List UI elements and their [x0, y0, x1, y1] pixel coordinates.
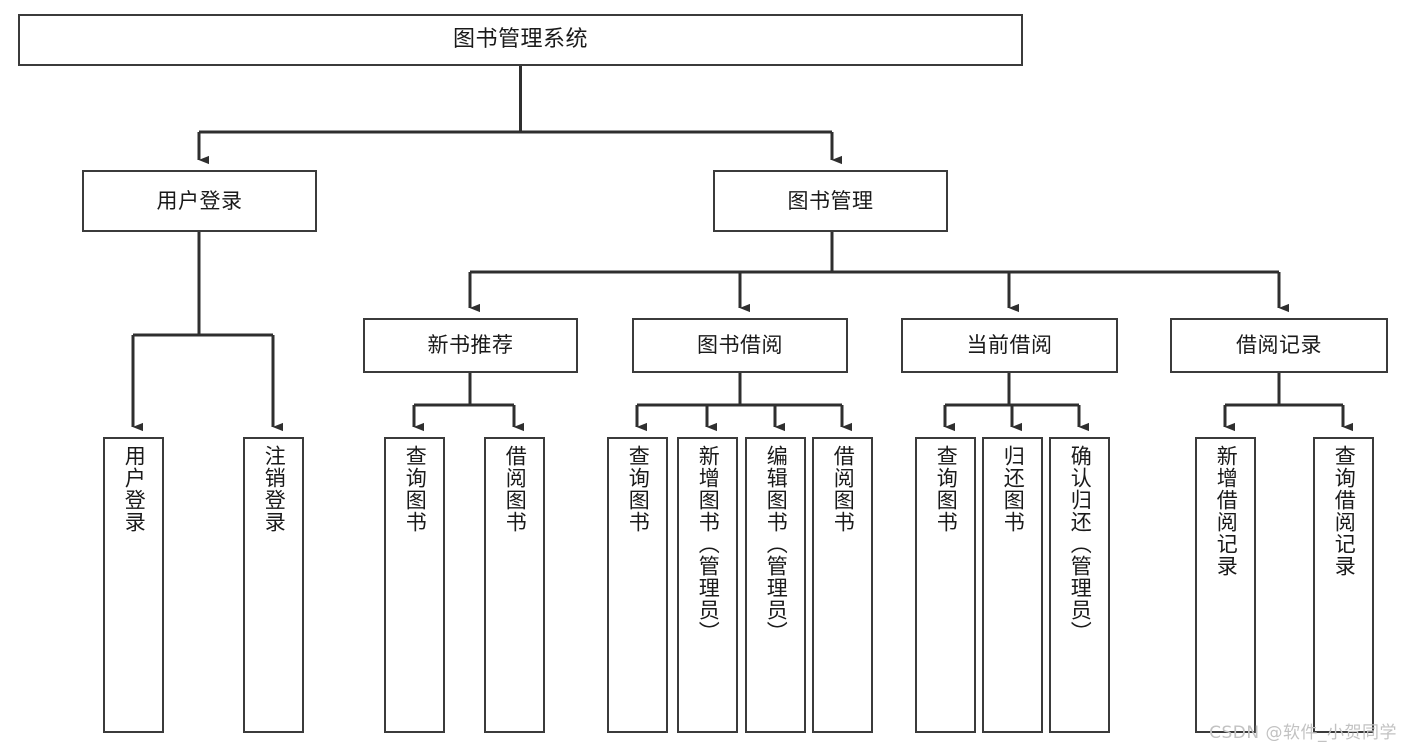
leaf-add-borrow-record[interactable]: 新增借阅记录 [1195, 437, 1256, 733]
node-label: 图书借阅 [697, 333, 783, 358]
node-book-borrow[interactable]: 图书借阅 [632, 318, 848, 373]
node-label: 查询借阅记录 [1332, 445, 1357, 577]
node-current-borrow[interactable]: 当前借阅 [901, 318, 1118, 373]
node-label: 查询图书 [934, 445, 959, 533]
node-label: 新书推荐 [427, 333, 514, 358]
node-label: 图书管理系统 [452, 27, 588, 53]
leaf-edit-book-admin[interactable]: 编辑图书（管理员） [745, 437, 806, 733]
node-label: 用户登录 [122, 445, 147, 533]
node-root-system[interactable]: 图书管理系统 [18, 14, 1023, 66]
node-label: 注销登录 [262, 445, 287, 533]
node-new-book-recommend[interactable]: 新书推荐 [363, 318, 578, 373]
leaf-logout[interactable]: 注销登录 [243, 437, 304, 733]
node-label: 新增图书（管理员） [696, 445, 721, 643]
leaf-query-book-current[interactable]: 查询图书 [915, 437, 976, 733]
node-user-login[interactable]: 用户登录 [82, 170, 317, 232]
csdn-watermark: CSDN @软件_小贺同学 [1209, 723, 1397, 743]
node-label: 确认归还（管理员） [1068, 445, 1093, 643]
leaf-query-borrow-record[interactable]: 查询借阅记录 [1313, 437, 1374, 733]
node-label: 用户登录 [156, 188, 243, 213]
node-label: 新增借阅记录 [1214, 445, 1239, 577]
leaf-borrow-book[interactable]: 借阅图书 [812, 437, 873, 733]
node-label: 归还图书 [1001, 445, 1026, 533]
node-label: 图书管理 [787, 188, 874, 213]
node-label: 查询图书 [403, 445, 428, 533]
node-label: 编辑图书（管理员） [764, 445, 789, 643]
node-label: 借阅图书 [831, 445, 856, 533]
leaf-add-book-admin[interactable]: 新增图书（管理员） [677, 437, 738, 733]
leaf-query-book-borrow[interactable]: 查询图书 [607, 437, 668, 733]
node-label: 借阅记录 [1236, 333, 1322, 358]
leaf-query-book-recommend[interactable]: 查询图书 [384, 437, 445, 733]
node-label: 查询图书 [626, 445, 651, 533]
leaf-return-book[interactable]: 归还图书 [982, 437, 1043, 733]
leaf-confirm-return-admin[interactable]: 确认归还（管理员） [1049, 437, 1110, 733]
node-book-management[interactable]: 图书管理 [713, 170, 948, 232]
node-label: 当前借阅 [966, 333, 1053, 358]
node-borrow-records[interactable]: 借阅记录 [1170, 318, 1388, 373]
node-label: 借阅图书 [503, 445, 528, 533]
leaf-user-login[interactable]: 用户登录 [103, 437, 164, 733]
leaf-borrow-book-recommend[interactable]: 借阅图书 [484, 437, 545, 733]
